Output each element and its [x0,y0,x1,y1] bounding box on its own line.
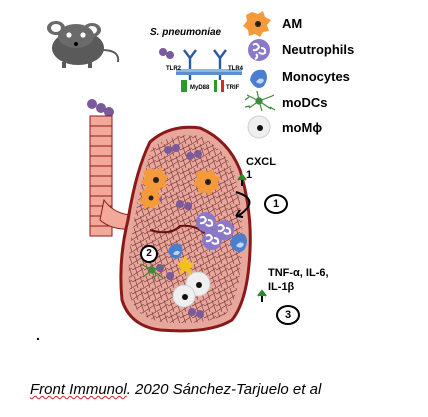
legend-icons [243,11,276,139]
monocyte-macrophage-icon [247,115,271,139]
stray-mark: . [36,327,40,343]
alveolar-macrophage-icon [141,167,169,193]
mediator-cytokines-line2: IL-1β [268,281,295,293]
dendritic-cell-in-lung [140,259,165,281]
receptor-label-tlr4: TLR4 [228,66,243,72]
mediator-cxcl-line1: CXCL [246,156,276,168]
neutrophil-icon [196,212,216,232]
arrow-icons [235,173,267,302]
caption-journal: Front Immunol [30,381,127,398]
alveolar-macrophages-in-lung [139,167,221,209]
monocyte-icon [168,243,183,259]
receptor-icons [159,48,242,92]
monocyte-macrophage-icon [172,284,196,308]
legend-label-momphi: moMϕ [282,120,323,135]
legend-label-monocytes: Monocytes [282,69,350,84]
monocyte-macrophages-in-lung [172,271,211,308]
mouse-icon [47,21,120,68]
neutrophils-in-lung [196,212,234,250]
alveolar-macrophage-icon [193,169,221,195]
mediator-cxcl-line2: 1 [246,169,253,181]
monocytes-in-lung [168,233,247,259]
neutrophil-icon [202,230,222,250]
alveolar-macrophage-icon [243,11,271,37]
receptor-label-tlr2: TLR2 [166,66,181,72]
caption-rest: . 2020 Sánchez-Tarjuelo et al [126,381,322,398]
step-marker-3: 3 [276,305,300,325]
adaptor-label-myd88: MyD88 [190,85,210,91]
bacteria-cluster-top [87,99,114,117]
citation-caption: Front Immunol. 2020 Sánchez-Tarjuelo et … [30,381,321,398]
monocyte-icon [230,233,247,252]
neutrophil-icon [248,39,270,61]
step-marker-1: 1 [264,194,288,214]
step-marker-2: 2 [140,245,158,263]
activation-star-icon [176,255,195,275]
alveolar-macrophage-icon [139,188,162,209]
dendritic-cell-icon [244,90,276,112]
legend-label-neutrophils: Neutrophils [282,42,355,57]
mediator-cytokines-line1: TNF-α, IL-6, [268,267,329,279]
monocyte-icon [250,69,267,88]
pathogen-label: S. pneumoniae [150,27,222,38]
legend-label-modcs: moDCs [282,95,328,110]
legend-label-am: AM [282,16,303,31]
adaptor-label-trif: TRIF [226,85,240,91]
